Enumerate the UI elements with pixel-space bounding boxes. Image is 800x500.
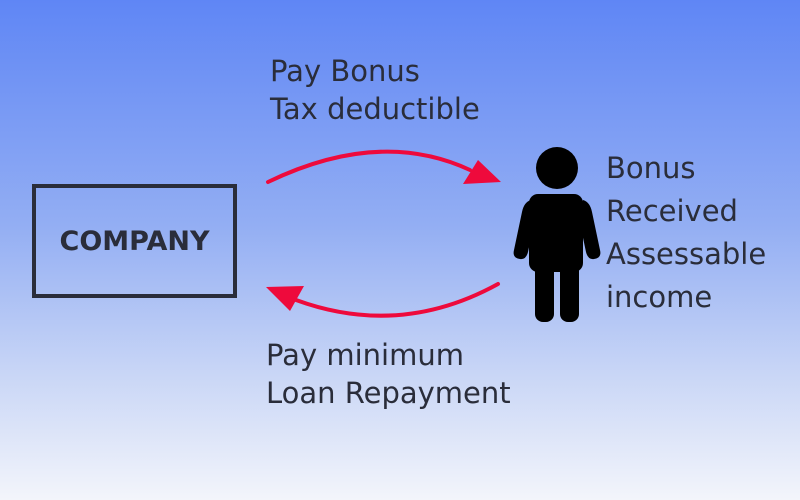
person-info-line-3: Assessable [606, 237, 767, 271]
bottom-arrowhead [266, 286, 304, 311]
bottom-arrow-line [294, 282, 500, 318]
top-flow-label: Pay Bonus Tax deductible [270, 52, 480, 128]
person-info-label: Bonus Received Assessable income [606, 147, 766, 319]
person-icon [513, 147, 601, 322]
bottom-flow-line-2: Loan Repayment [266, 376, 511, 410]
person-info-line-1: Bonus [606, 151, 696, 185]
company-label: COMPANY [59, 225, 210, 257]
top-arrowhead [463, 160, 501, 184]
company-box: COMPANY [32, 184, 237, 298]
person-info-line-4: income [606, 280, 713, 314]
top-arrow-line [266, 149, 472, 184]
bottom-flow-line-1: Pay minimum [266, 338, 464, 372]
top-flow-line-2: Tax deductible [270, 92, 480, 126]
bottom-flow-label: Pay minimum Loan Repayment [266, 336, 511, 412]
top-flow-line-1: Pay Bonus [270, 54, 420, 88]
person-info-line-2: Received [606, 194, 738, 228]
